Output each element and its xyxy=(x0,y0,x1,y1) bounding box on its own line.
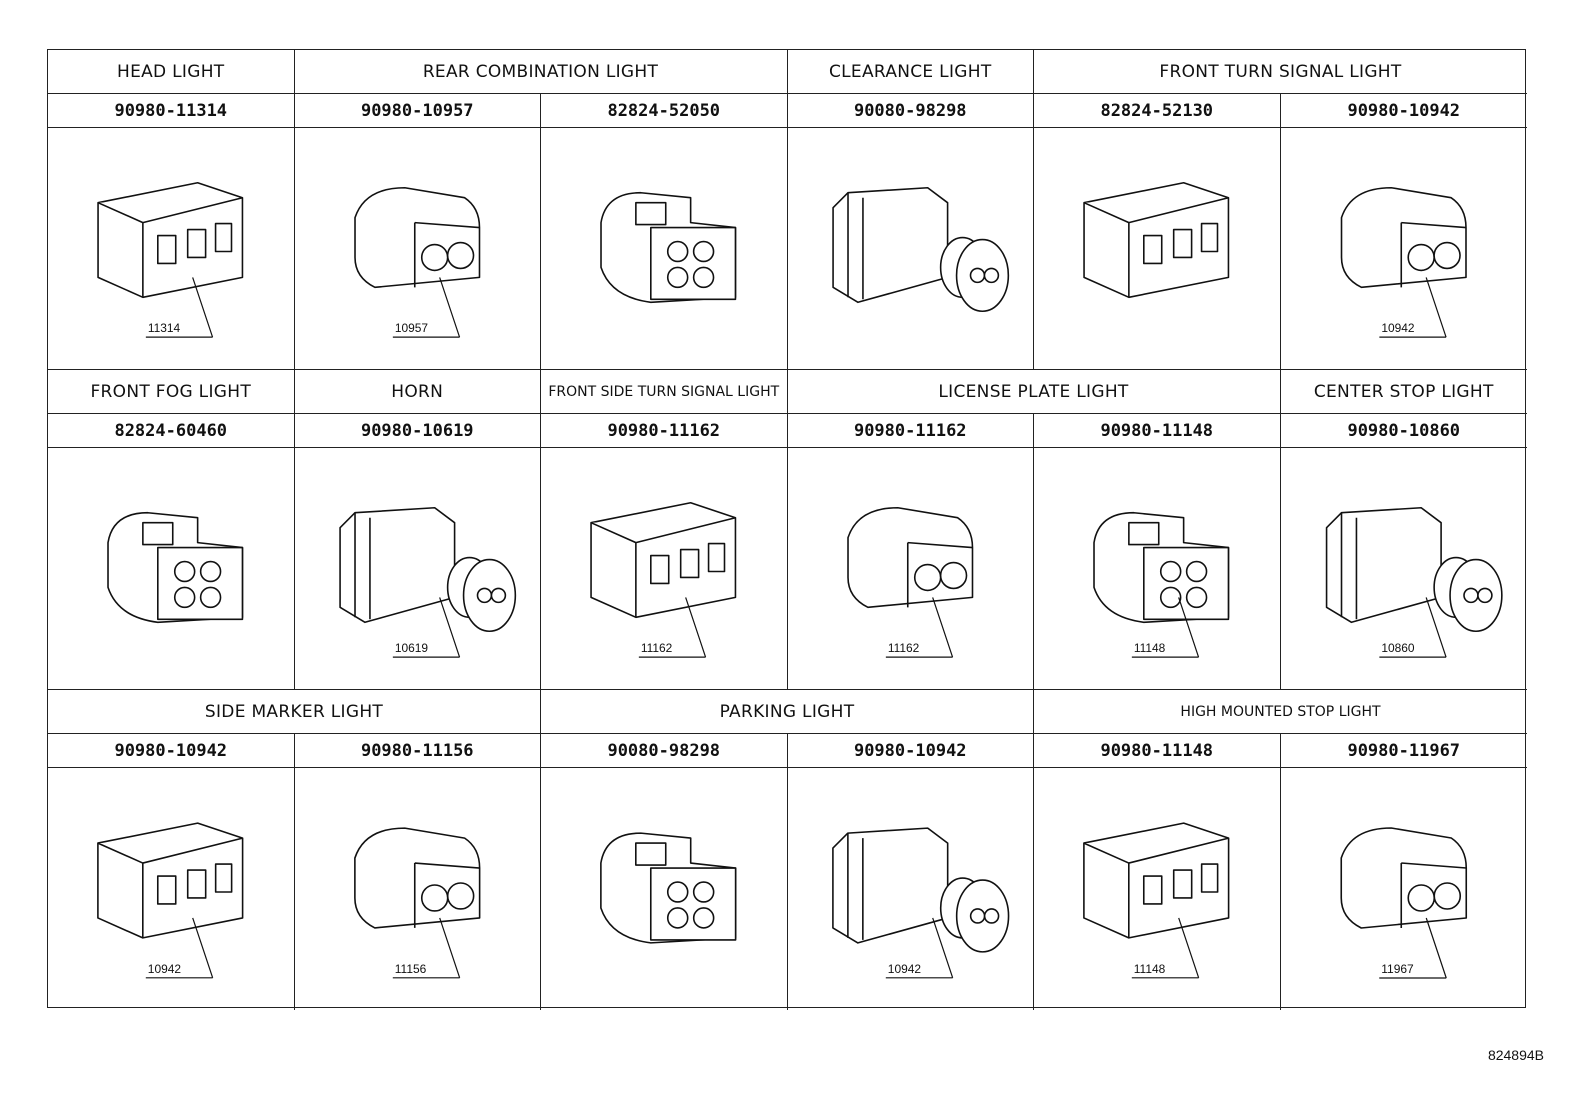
group-title: PARKING LIGHT xyxy=(541,690,1034,734)
callout-label: 10942 xyxy=(148,962,182,976)
part-number: 90980-10957 xyxy=(294,94,541,128)
connector-drawing xyxy=(1093,511,1230,624)
connector-illustration: 11148 xyxy=(1083,822,1230,979)
connector-illustration: 10619 xyxy=(338,506,516,658)
connector-illustration: 10860 xyxy=(1325,506,1503,658)
connector-drawing xyxy=(107,511,244,624)
callout-label: 10942 xyxy=(887,962,921,976)
group-title: CENTER STOP LIGHT xyxy=(1280,370,1527,414)
connector-illustration xyxy=(600,191,737,304)
connector-illustration: 11162 xyxy=(590,501,737,658)
callout-label: 11156 xyxy=(394,962,426,976)
group-title: LICENSE PLATE LIGHT xyxy=(787,370,1281,414)
connector-drawing xyxy=(1340,186,1467,289)
part-number: 82824-60460 xyxy=(48,414,295,448)
part-number: 90980-11156 xyxy=(294,734,541,768)
callout-label: 11162 xyxy=(887,641,919,655)
part-number: 90980-11162 xyxy=(541,414,788,448)
connector-cell: 10942 xyxy=(48,768,295,1010)
connector-drawing xyxy=(97,822,244,939)
part-number: 90980-11148 xyxy=(1034,734,1281,768)
connector-illustration: 11148 xyxy=(1093,511,1230,658)
connector-drawing xyxy=(1083,822,1230,939)
part-number: 82824-52050 xyxy=(541,94,788,128)
part-number: 90080-98298 xyxy=(541,734,788,768)
diagram-id: 824894B xyxy=(1487,1047,1544,1063)
connector-drawing xyxy=(1325,506,1503,633)
group-title: SIDE MARKER LIGHT xyxy=(48,690,541,734)
connector-illustration xyxy=(1083,181,1230,299)
connector-drawing xyxy=(1339,827,1467,929)
connector-illustration: 10942 xyxy=(1340,186,1467,338)
group-title: CLEARANCE LIGHT xyxy=(787,50,1034,94)
connector-drawing xyxy=(600,191,737,304)
connector-cell: 11967 xyxy=(1281,768,1528,1010)
group-title: HEAD LIGHT xyxy=(48,50,295,94)
part-number: 90980-10942 xyxy=(48,734,295,768)
callout-label: 10942 xyxy=(1381,321,1415,335)
callout-label: 11162 xyxy=(641,641,673,655)
connector-drawing xyxy=(831,186,1009,313)
callout-label: 11148 xyxy=(1134,962,1166,976)
part-number: 90980-11148 xyxy=(1034,414,1281,448)
connector-cell xyxy=(541,768,788,1010)
connector-drawing xyxy=(353,827,480,929)
callout-label: 10957 xyxy=(394,321,428,335)
group-title: FRONT TURN SIGNAL LIGHT xyxy=(1034,50,1527,94)
connector-cell: 11162 xyxy=(787,448,1034,690)
connector-drawing xyxy=(338,506,516,633)
callout-label: 11148 xyxy=(1134,641,1166,655)
callout-label: 11314 xyxy=(148,321,181,335)
connector-cell: 10619 xyxy=(294,448,541,690)
connector-illustration: 10942 xyxy=(97,822,244,979)
connector-illustration xyxy=(600,832,737,944)
connector-illustration: 11314 xyxy=(97,181,244,338)
connector-cell: 11148 xyxy=(1034,768,1281,1010)
part-number: 82824-52130 xyxy=(1034,94,1281,128)
connector-cell xyxy=(48,448,295,690)
group-title: REAR COMBINATION LIGHT xyxy=(294,50,788,94)
connector-illustration xyxy=(107,511,244,624)
connector-illustration: 11967 xyxy=(1339,827,1467,979)
part-number: 90980-11314 xyxy=(48,94,295,128)
connector-cell: 10942 xyxy=(1280,128,1527,370)
connector-illustration: 11156 xyxy=(353,827,480,979)
connector-illustration: 10957 xyxy=(353,186,480,338)
connector-cell: 11148 xyxy=(1034,448,1281,690)
connector-drawing xyxy=(97,181,244,299)
connector-drawing xyxy=(590,501,737,619)
connector-cell: 11314 xyxy=(48,128,295,370)
part-number: 90980-10942 xyxy=(1280,94,1527,128)
connector-cell: 11156 xyxy=(295,768,541,1010)
group-title: FRONT FOG LIGHT xyxy=(48,370,295,414)
connector-drawing xyxy=(600,832,737,944)
connector-drawing xyxy=(1083,181,1230,299)
connector-cell xyxy=(1034,128,1281,370)
connector-cell xyxy=(541,128,788,370)
connector-cell xyxy=(787,128,1034,370)
callout-label: 10619 xyxy=(394,641,428,655)
part-number: 90980-10619 xyxy=(294,414,541,448)
connector-cell: 10957 xyxy=(294,128,541,370)
connector-illustration xyxy=(831,186,1009,313)
connector-cell: 11162 xyxy=(541,448,788,690)
callout-label: 10860 xyxy=(1381,641,1415,655)
connector-drawing xyxy=(831,827,1009,953)
connector-illustration: 10942 xyxy=(831,827,1009,979)
connector-drawing xyxy=(353,186,480,289)
part-number: 90980-10942 xyxy=(787,734,1034,768)
connector-cell: 10860 xyxy=(1280,448,1527,690)
connector-drawing xyxy=(846,506,973,609)
group-title: FRONT SIDE TURN SIGNAL LIGHT xyxy=(541,370,788,414)
connector-cell: 10942 xyxy=(788,768,1034,1010)
group-title: HORN xyxy=(294,370,541,414)
part-number: 90080-98298 xyxy=(787,94,1034,128)
callout-label: 11967 xyxy=(1381,962,1414,976)
connector-illustration: 11162 xyxy=(846,506,973,658)
part-number: 90980-11162 xyxy=(787,414,1034,448)
group-title: HIGH MOUNTED STOP LIGHT xyxy=(1034,690,1527,734)
part-number: 90980-10860 xyxy=(1280,414,1527,448)
part-number: 90980-11967 xyxy=(1280,734,1527,768)
